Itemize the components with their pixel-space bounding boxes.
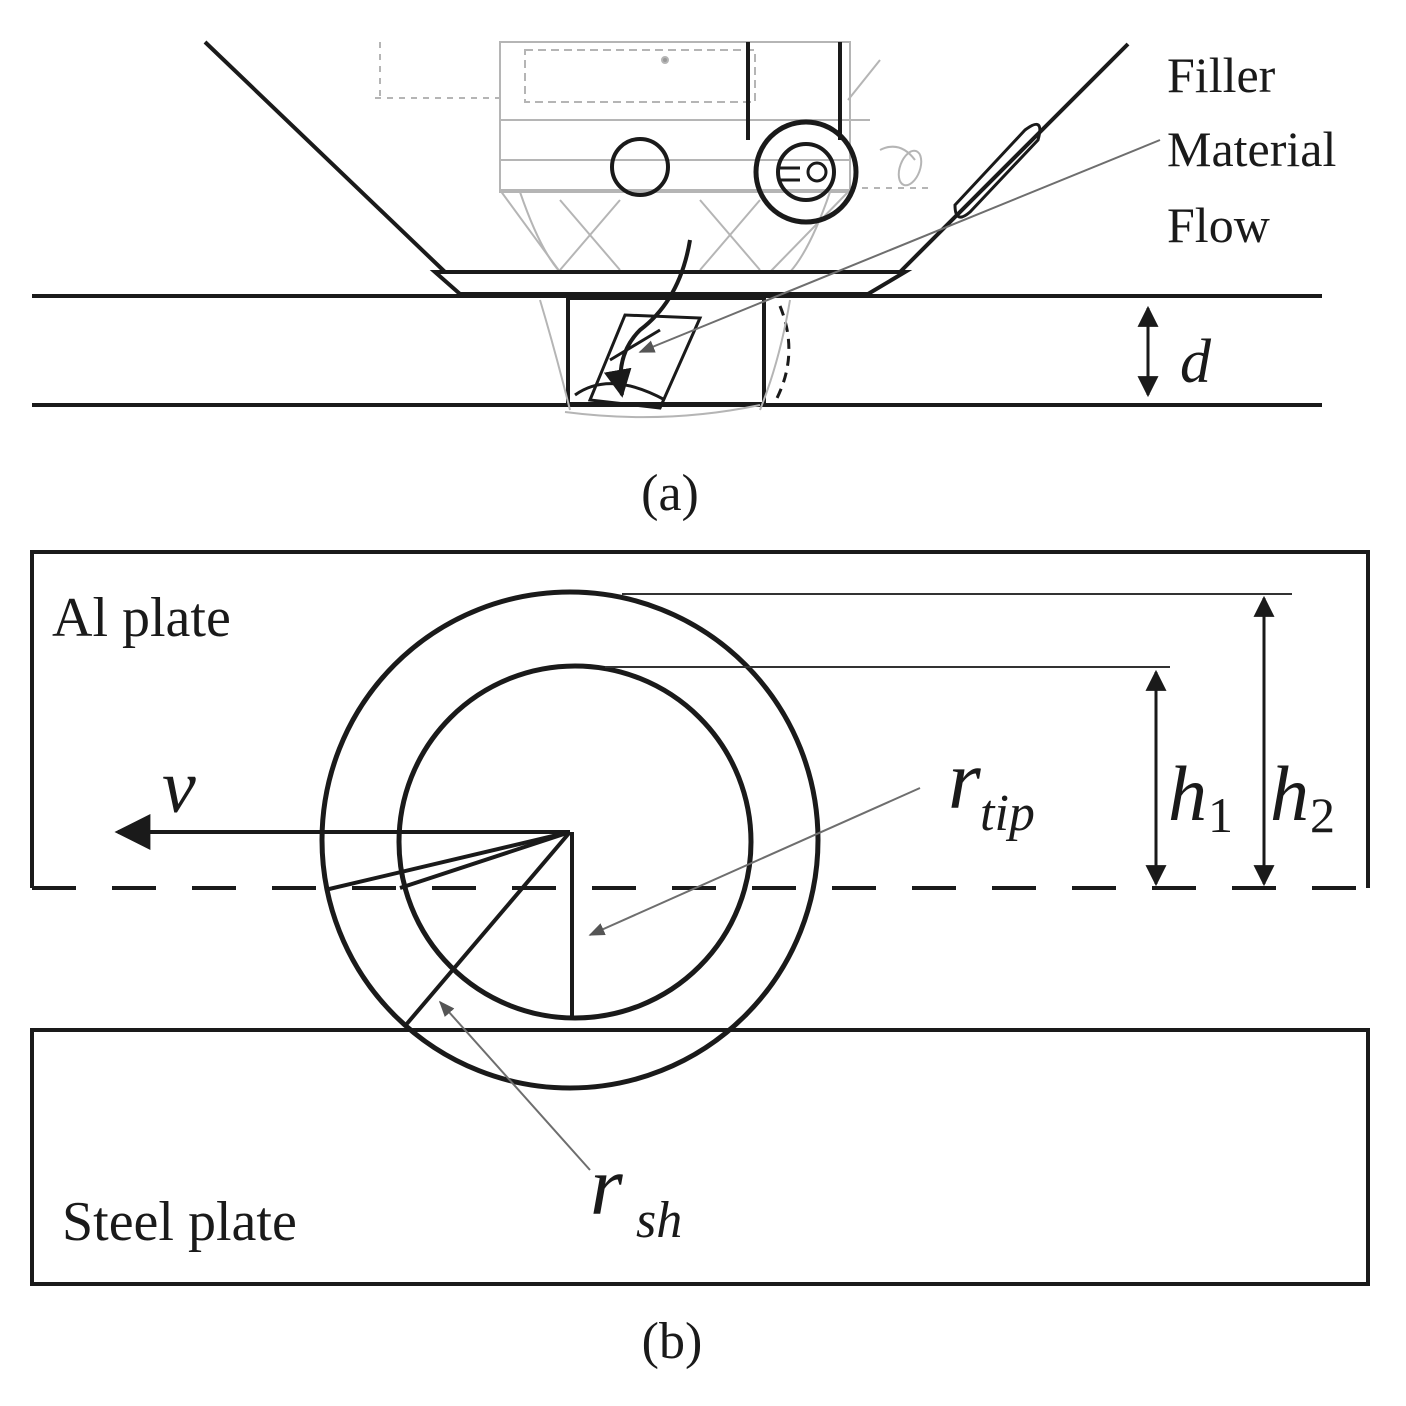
tool-shoulder: [429, 270, 913, 296]
panel-a: Filler Material Flow d (a): [32, 40, 1336, 522]
pin-thread: [587, 313, 703, 410]
r-tip-label: r tip: [948, 734, 1035, 842]
svg-text:h: h: [1270, 750, 1309, 837]
tool-pin: [566, 296, 766, 406]
tool-body-left-edge: [203, 40, 447, 274]
r-tip-leader: [588, 787, 921, 936]
shoulder-circle: [319, 589, 821, 1091]
al-plate-label: Al plate: [52, 587, 231, 649]
r-sh-label: r sh: [590, 1140, 682, 1249]
depth-label: d: [1180, 328, 1212, 396]
al-plate-outline: [30, 550, 1370, 888]
svg-text:2: 2: [1310, 787, 1335, 843]
panel-a-caption: (a): [641, 465, 699, 522]
filler-leader-line: [638, 139, 1161, 353]
tool-body-right-edge: [898, 42, 1130, 274]
pin-dashed-profile: [773, 305, 791, 403]
svg-text:tip: tip: [980, 785, 1035, 842]
velocity-label: v: [162, 745, 196, 829]
svg-text:h: h: [1168, 750, 1207, 837]
panel-b: Al plate Steel plate v r tip r sh h 1 h …: [30, 550, 1370, 1370]
h1-label: h 1: [1168, 750, 1233, 843]
feed-roller-outer: [753, 119, 859, 225]
filler-label-line2: Material: [1167, 121, 1336, 177]
svg-text:r: r: [590, 1140, 623, 1233]
svg-text:r: r: [948, 734, 981, 827]
radius-line-1: [324, 830, 571, 892]
filler-flow-arrow: [603, 239, 692, 398]
h2-label: h 2: [1270, 750, 1335, 843]
r-sh-leader: [438, 1000, 591, 1171]
svg-text:1: 1: [1208, 787, 1233, 843]
drive-hole: [610, 137, 670, 197]
panel-b-caption: (b): [642, 1313, 703, 1370]
pin-tip-circle: [396, 663, 754, 1021]
steel-plate-label: Steel plate: [62, 1191, 297, 1253]
radius-line-sh: [403, 830, 572, 1028]
feed-roller-inner: [776, 142, 836, 202]
tool-holder-sketch: [375, 41, 930, 273]
filler-label-line1: Filler: [1167, 47, 1276, 103]
svg-text:sh: sh: [636, 1192, 682, 1249]
filler-label-line3: Flow: [1167, 197, 1270, 253]
feed-roller-hub: [806, 161, 828, 183]
radius-line-2: [399, 830, 571, 890]
steel-plate-outline: [30, 1028, 1370, 1286]
filler-feed-groove: [953, 122, 1042, 219]
